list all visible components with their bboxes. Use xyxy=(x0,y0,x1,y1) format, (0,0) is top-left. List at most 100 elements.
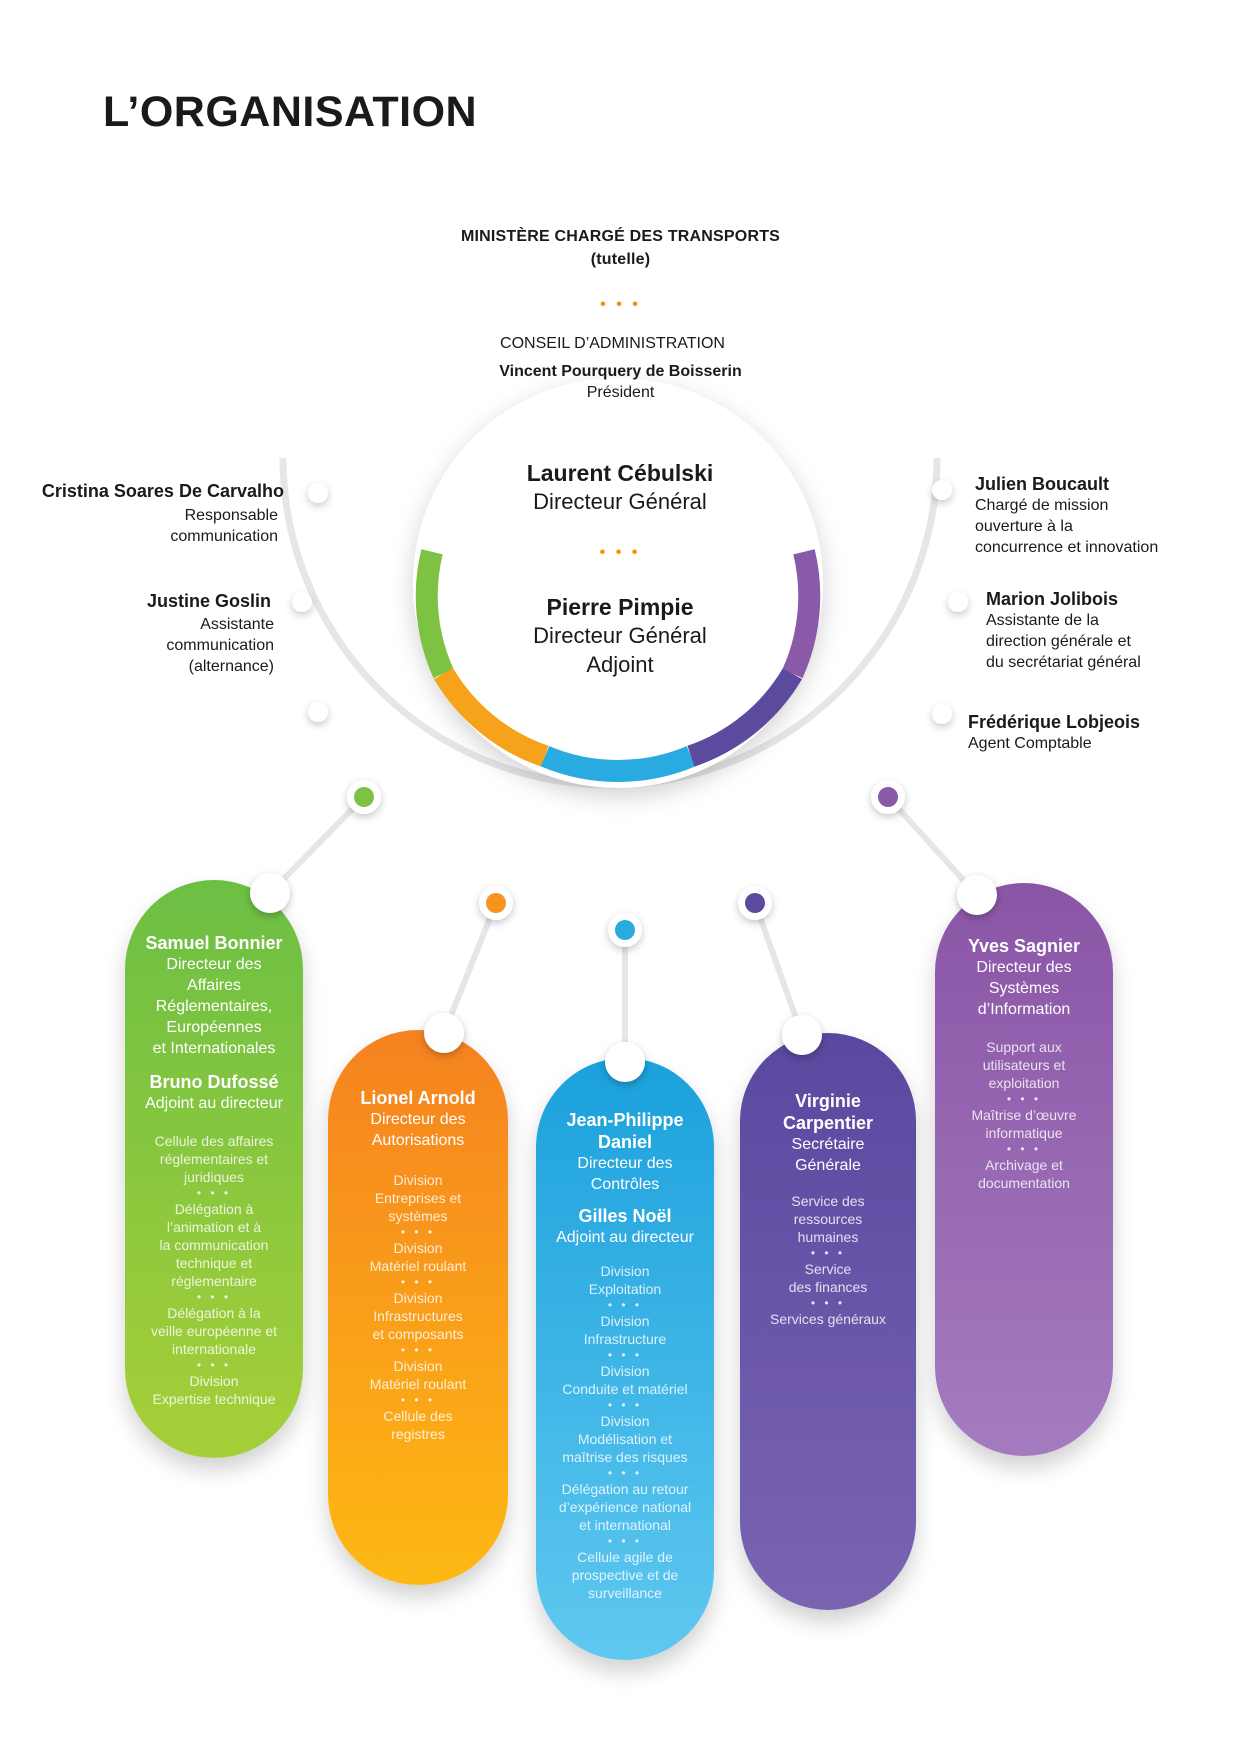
unit-line: utilisateurs et xyxy=(982,1057,1066,1073)
role-line: Agent Comptable xyxy=(968,735,1092,752)
unit-line: Support aux xyxy=(986,1039,1062,1055)
role-line: communication xyxy=(166,637,274,654)
deputy-name: Gilles Noël xyxy=(578,1206,672,1226)
director-name: Daniel xyxy=(597,1132,653,1152)
ministry-tutelle: (tutelle) xyxy=(590,251,651,268)
person-name: Marion Jolibois xyxy=(986,589,1119,609)
dga-name: Pierre Pimpie xyxy=(546,594,694,620)
left-person-1: Cristina Soares De Carvalho xyxy=(42,481,284,502)
direction-pill-orange: Lionel Arnold Directeur des Autorisation… xyxy=(328,1030,508,1585)
central-circle xyxy=(413,378,823,788)
person-name: Frédérique Lobjeois xyxy=(968,712,1141,732)
person-name: Justine Goslin xyxy=(146,591,271,611)
unit-separator: • • • xyxy=(810,1296,846,1310)
unit-line: Maîtrise d’œuvre xyxy=(971,1107,1077,1123)
person-name: Cristina Soares De Carvalho xyxy=(41,481,284,501)
unit-separator: • • • xyxy=(607,1348,643,1362)
unit-line: des finances xyxy=(788,1279,868,1295)
dg-role: Directeur Général xyxy=(533,489,707,514)
director-name: Samuel Bonnier xyxy=(145,933,283,953)
unit-separator: • • • xyxy=(196,1290,232,1304)
unit-line: registres xyxy=(391,1426,445,1442)
director-role-line: Systèmes xyxy=(988,980,1060,997)
direction-pill-purple: Yves Sagnier Directeur des Systèmes d’In… xyxy=(935,883,1113,1456)
unit-line: et composants xyxy=(372,1326,464,1342)
person-name: Julien Boucault xyxy=(975,474,1110,494)
unit-line: Exploitation xyxy=(588,1281,662,1297)
role-line: Assistante xyxy=(200,616,274,633)
unit-line: l’animation et à xyxy=(166,1219,262,1235)
direction-pill-blue: Jean-Philippe Daniel Directeur des Contr… xyxy=(536,1058,714,1660)
deputy-role: Adjoint au directeur xyxy=(145,1095,283,1112)
unit-line: Division xyxy=(600,1263,650,1279)
circle-dots: • • • xyxy=(599,544,641,561)
unit-line: Matériel roulant xyxy=(369,1376,467,1392)
unit-line: Service des xyxy=(791,1193,865,1209)
unit-line: Conduite et matériel xyxy=(562,1381,688,1397)
unit-separator: • • • xyxy=(400,1275,436,1289)
unit-line: Cellule agile de xyxy=(577,1549,673,1565)
unit-line: Infrastructures xyxy=(373,1308,463,1324)
arc-nodes xyxy=(292,480,968,724)
unit-separator: • • • xyxy=(196,1186,232,1200)
left-person-2: Justine Goslin xyxy=(147,591,271,612)
director-role-line: et Internationales xyxy=(152,1040,276,1057)
unit-line: Division xyxy=(600,1413,650,1429)
director-role-line: Contrôles xyxy=(590,1176,660,1193)
unit-line: Cellule des xyxy=(383,1408,453,1424)
unit-line: réglementaire xyxy=(171,1273,257,1289)
unit-separator: • • • xyxy=(196,1358,232,1372)
unit-line: Division xyxy=(393,1172,443,1188)
role-line: concurrence et innovation xyxy=(975,539,1159,556)
unit-line: maîtrise des risques xyxy=(562,1449,688,1465)
director-role-line: Directeur des xyxy=(166,956,262,973)
unit-line: Division xyxy=(393,1290,443,1306)
unit-line: Division xyxy=(600,1313,650,1329)
unit-line: Division xyxy=(393,1240,443,1256)
unit-separator: • • • xyxy=(400,1393,436,1407)
board-president-name: Vincent Pourquery de Boisserin xyxy=(499,363,742,380)
direction-pill-green: Samuel Bonnier Directeur des Affaires Ré… xyxy=(125,880,303,1458)
unit-line: Délégation à xyxy=(174,1201,254,1217)
role-line: ouverture à la xyxy=(975,518,1073,535)
role-line: direction générale et xyxy=(986,633,1131,650)
unit-separator: • • • xyxy=(607,1298,643,1312)
unit-line: exploitation xyxy=(988,1075,1060,1091)
unit-line: Entreprises et xyxy=(374,1190,462,1206)
unit-line: et international xyxy=(579,1517,671,1533)
dga-role-line1: Directeur Général xyxy=(533,623,707,648)
unit-line: technique et xyxy=(175,1255,253,1271)
direction-pill-indigo: Virginie Carpentier Secrétaire Générale … xyxy=(740,1033,916,1610)
unit-line: internationale xyxy=(171,1341,257,1357)
director-name: Lionel Arnold xyxy=(360,1088,476,1108)
unit-line: humaines xyxy=(797,1229,859,1245)
unit-line: Modélisation et xyxy=(577,1431,673,1447)
unit-line: surveillance xyxy=(588,1585,662,1601)
director-name: Carpentier xyxy=(782,1113,874,1133)
director-role-line: Réglementaires, xyxy=(155,998,273,1015)
dg-name: Laurent Cébulski xyxy=(526,460,714,486)
unit-line: informatique xyxy=(985,1125,1063,1141)
unit-line: Expertise technique xyxy=(152,1391,276,1407)
unit-separator: • • • xyxy=(400,1343,436,1357)
page-title: L’ORGANISATION xyxy=(103,88,478,136)
board-label: CONSEIL D’ADMINISTRATION xyxy=(500,335,725,352)
unit-separator: • • • xyxy=(607,1398,643,1412)
unit-separator: • • • xyxy=(1006,1092,1042,1106)
director-role-line: Directeur des xyxy=(370,1111,466,1128)
unit-line: juridiques xyxy=(184,1169,244,1185)
unit-line: Cellule des affaires xyxy=(154,1133,274,1149)
left-person-2-role: Assistante communication (alternance) xyxy=(166,614,274,677)
right-person-2: Marion Jolibois Assistante de la directi… xyxy=(986,589,1141,673)
director-name: Virginie xyxy=(795,1091,861,1111)
unit-line: Archivage et xyxy=(985,1157,1063,1173)
right-person-3: Frédérique Lobjeois Agent Comptable xyxy=(968,712,1140,754)
director-role-line: Secrétaire xyxy=(791,1136,865,1153)
separator-dots: • • • xyxy=(600,296,641,313)
role-line: (alternance) xyxy=(188,658,274,675)
unit-line: documentation xyxy=(978,1175,1070,1191)
deputy-role: Adjoint au directeur xyxy=(556,1229,694,1246)
right-person-1: Julien Boucault Chargé de mission ouvert… xyxy=(975,474,1158,558)
director-name: Yves Sagnier xyxy=(967,936,1081,956)
